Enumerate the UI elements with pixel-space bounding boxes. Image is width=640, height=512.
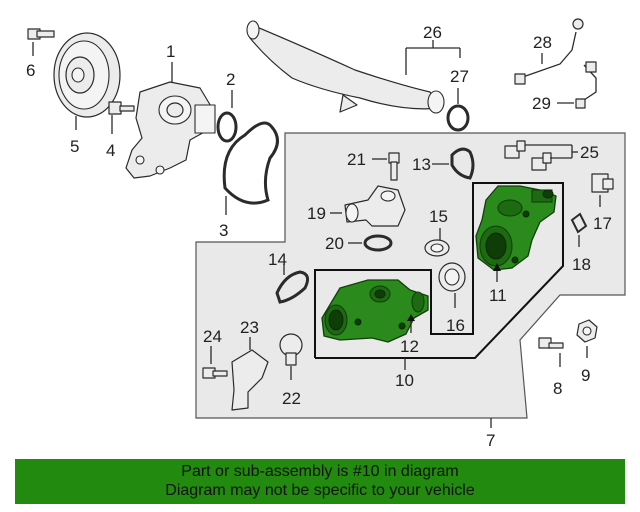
gasket-3-part: [222, 121, 279, 205]
callout-19: 19: [307, 204, 326, 223]
callout-28: 28: [533, 33, 552, 52]
fitting-25-parts: [504, 140, 552, 171]
callout-16: 16: [446, 316, 465, 335]
water-pump-1-part: [125, 81, 216, 179]
callout-21: 21: [347, 150, 366, 169]
callout-3: 3: [219, 221, 228, 240]
callout-5: 5: [70, 137, 79, 156]
pipe-28-part: [519, 31, 577, 79]
bolt-4-part: [108, 101, 135, 115]
elbow-23-part: [231, 349, 269, 411]
seal-16-part: [438, 262, 466, 292]
callout-4: 4: [106, 141, 115, 160]
bolt-24-part: [202, 367, 228, 379]
callout-20: 20: [325, 234, 344, 253]
hose-26-part: [249, 24, 441, 110]
gasket-13-part: [450, 147, 475, 180]
pulley-5-part: [53, 32, 121, 118]
callout-9: 9: [581, 366, 590, 385]
callout-7: 7: [486, 431, 495, 450]
clip-18-part: [570, 212, 588, 234]
oring-27-part: [446, 104, 470, 132]
banner-line-1: Part or sub-assembly is #10 in diagram: [181, 463, 459, 480]
callout-29: 29: [532, 94, 551, 113]
bolt-8-part: [538, 337, 564, 349]
assembly-10-bracket: [314, 182, 564, 359]
oring-20-part: [363, 234, 393, 252]
callout-26: 26: [423, 23, 442, 42]
nut-9-part: [576, 319, 598, 343]
callout-27: 27: [450, 67, 469, 86]
sensor-17-part: [591, 173, 614, 193]
callout-8: 8: [553, 379, 562, 398]
sensor-22-part: [279, 333, 303, 366]
callout-25: 25: [580, 143, 599, 162]
callout-13: 13: [412, 155, 431, 174]
callout-18: 18: [572, 255, 591, 274]
callout-22: 22: [282, 389, 301, 408]
callout-2: 2: [226, 70, 235, 89]
callout-17: 17: [593, 214, 612, 233]
bolt-6-part: [27, 28, 55, 40]
callout-14: 14: [268, 250, 287, 269]
banner-line-2: Diagram may not be specific to your vehi…: [165, 482, 475, 499]
bolt-21-part: [388, 152, 400, 181]
water-outlet-11-part: [475, 185, 557, 271]
oring-2-part: [216, 111, 238, 143]
seal-15-part: [424, 239, 450, 257]
callout-1: 1: [166, 42, 175, 61]
callout-24: 24: [203, 327, 222, 346]
gasket-14-part: [275, 270, 310, 304]
callout-12: 12: [400, 337, 419, 356]
callout-11: 11: [489, 286, 507, 305]
callout-23: 23: [240, 318, 259, 337]
callout-10: 10: [395, 371, 414, 390]
info-banner: Part or sub-assembly is #10 in diagram D…: [15, 459, 625, 504]
housing-19-part: [344, 185, 406, 227]
thermostat-housing-12-part: [321, 279, 429, 343]
callout-6: 6: [26, 61, 35, 80]
callout-15: 15: [429, 207, 448, 226]
